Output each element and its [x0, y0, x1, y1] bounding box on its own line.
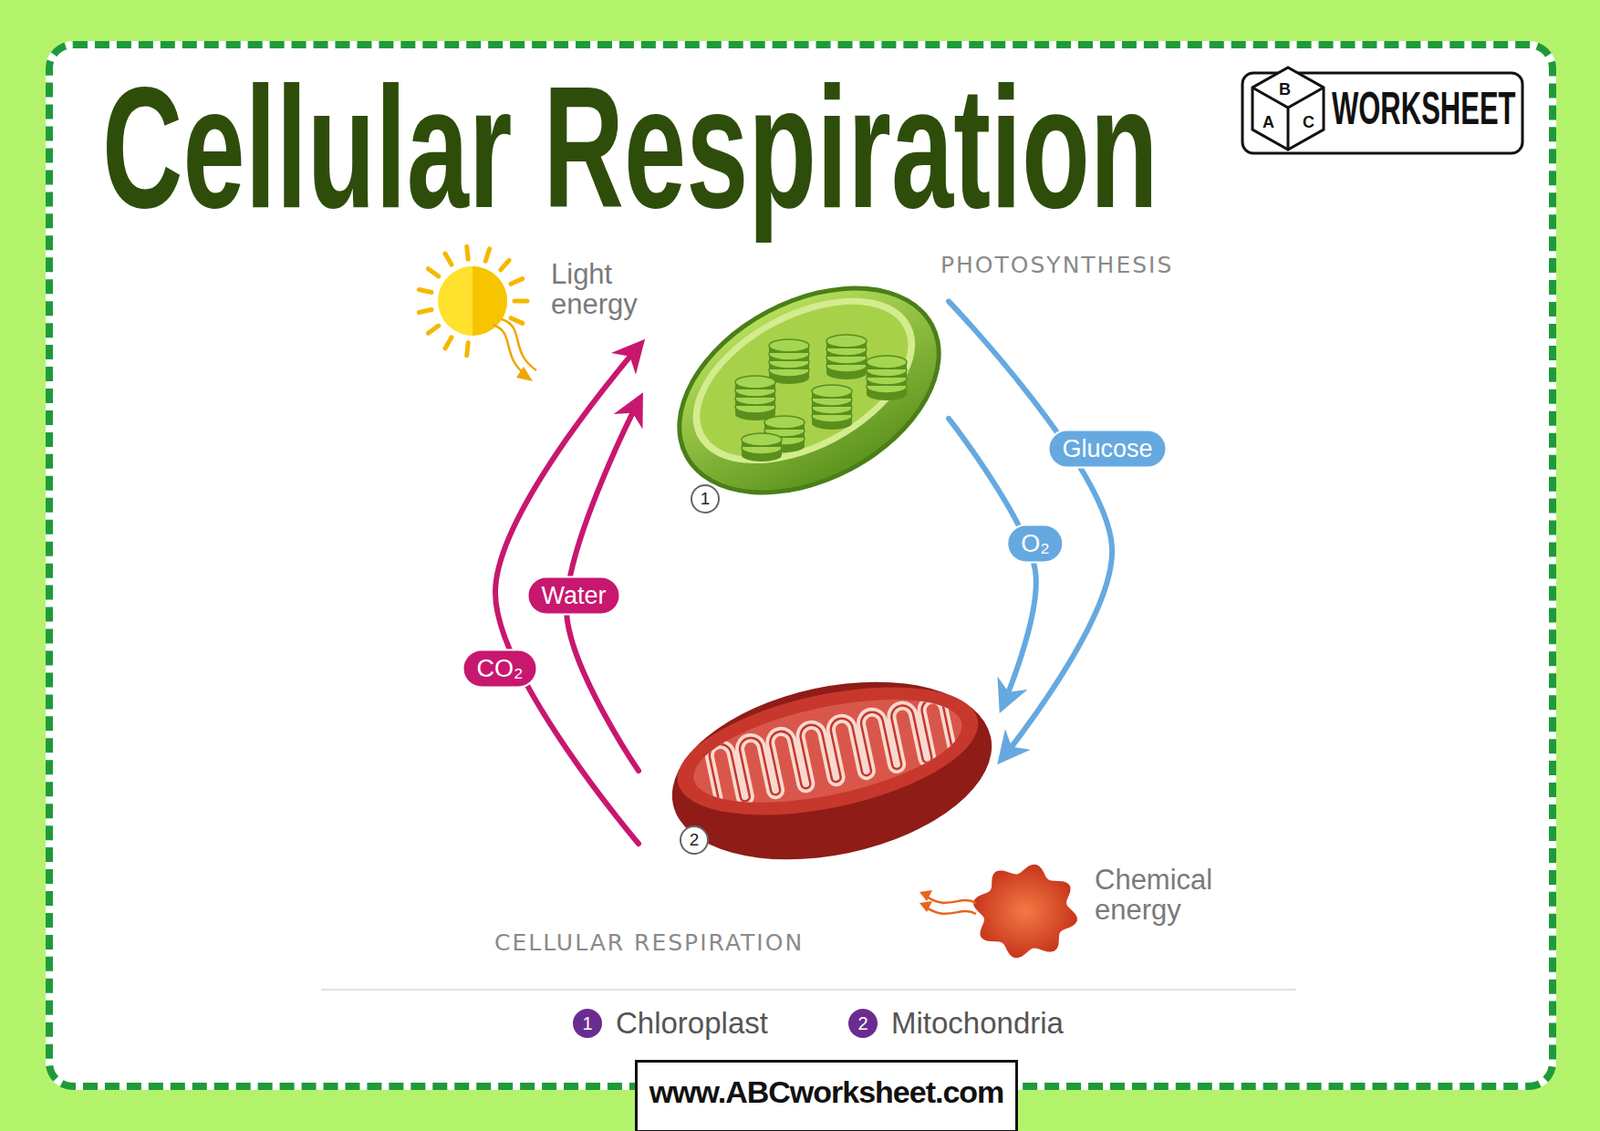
energy-wave	[924, 895, 977, 904]
grana	[735, 334, 907, 462]
granum-disc	[768, 339, 810, 353]
logo-letter: A	[1262, 113, 1275, 133]
callout-number: 2	[679, 825, 709, 855]
flow-arrow	[495, 346, 639, 844]
granum-disc	[735, 375, 776, 389]
sun-ray	[427, 269, 438, 277]
outer-membrane	[641, 243, 977, 538]
flow-label: O₂	[1006, 524, 1064, 564]
sun-ray	[500, 259, 510, 270]
legend-badge	[572, 1008, 603, 1039]
mitochondrion: CELLULAR RESPIRATION2	[638, 668, 1004, 873]
page-title: Cellular Respiration	[102, 60, 1159, 234]
sun-ray	[485, 249, 489, 261]
cristae	[687, 694, 968, 811]
sun-ray	[418, 310, 432, 313]
outer-top	[665, 664, 989, 839]
granum-stack	[735, 375, 776, 421]
matrix	[685, 679, 971, 822]
legend-number: 2	[848, 1008, 878, 1039]
energy-waves	[919, 890, 977, 915]
flow-label: Water	[526, 576, 621, 616]
outer-membrane	[655, 654, 1008, 887]
granum-disc	[826, 334, 867, 348]
stroma	[675, 272, 934, 489]
granum-disc	[764, 415, 805, 429]
sun-ray	[445, 253, 452, 265]
granum-disc	[811, 384, 852, 398]
sun-ray	[467, 246, 468, 260]
logo-letter: B	[1278, 80, 1291, 100]
flow-label: CO₂	[462, 649, 539, 689]
light-wave	[492, 324, 528, 376]
sun-ray	[510, 279, 523, 285]
chloroplast-body	[641, 243, 977, 538]
sun-ray	[445, 337, 452, 349]
mitochondrion-body	[655, 654, 1008, 887]
flow-arrow	[948, 301, 1112, 758]
legend-text: Chloroplast	[615, 1006, 769, 1041]
light-head	[516, 366, 533, 382]
source-label: Chemical energy	[1094, 864, 1232, 926]
sun-ray	[418, 290, 432, 293]
flow-label: Glucose	[1047, 429, 1167, 469]
chloroplast: PHOTOSYNTHESIS1	[638, 270, 949, 511]
legend-rule	[321, 988, 1297, 991]
light-wave	[501, 319, 537, 371]
granum-stack	[866, 355, 907, 401]
granum-stack	[741, 433, 782, 462]
energy-head	[919, 901, 933, 913]
logo-frame	[1242, 72, 1523, 154]
cube-outline	[1252, 67, 1324, 150]
sun-ray	[514, 299, 528, 304]
sun-symbol	[418, 246, 528, 355]
cube-edge	[1287, 107, 1290, 150]
sun-shade	[472, 266, 508, 336]
callout-number: 1	[690, 484, 720, 514]
energy-blob	[973, 864, 1078, 958]
logo-cube	[1252, 67, 1324, 150]
legend-badge	[848, 1008, 878, 1039]
energy-head	[919, 890, 933, 902]
site-url: www.ABCworksheet.com	[634, 1074, 1019, 1111]
node-illustration	[638, 270, 949, 511]
granum-stack	[826, 334, 867, 380]
sun-ray	[427, 325, 438, 333]
granum-disc	[741, 433, 782, 447]
process-heading: PHOTOSYNTHESIS	[940, 251, 1174, 279]
granum-disc	[866, 355, 907, 369]
source-label: Light energy	[550, 259, 657, 321]
sun-ray	[510, 318, 523, 324]
inner-membrane	[665, 263, 944, 498]
process-heading: CELLULAR RESPIRATION	[494, 929, 804, 956]
granum-stack	[768, 339, 810, 385]
light-rays	[492, 319, 537, 382]
legend-number: 1	[572, 1008, 603, 1039]
crista-fold	[687, 694, 968, 811]
sun-ray	[467, 342, 468, 356]
energy-wave	[924, 906, 977, 915]
crista-line	[687, 694, 968, 811]
light-source: Light energy	[428, 255, 657, 356]
logo-word: WORKSHEET	[1331, 85, 1517, 132]
outer-membrane	[647, 249, 971, 532]
granum-stack	[811, 384, 852, 430]
logo-letter: C	[1302, 113, 1315, 133]
legend-text: Mitochondria	[891, 1006, 1064, 1041]
energy-output: Chemical energy	[912, 857, 1241, 977]
